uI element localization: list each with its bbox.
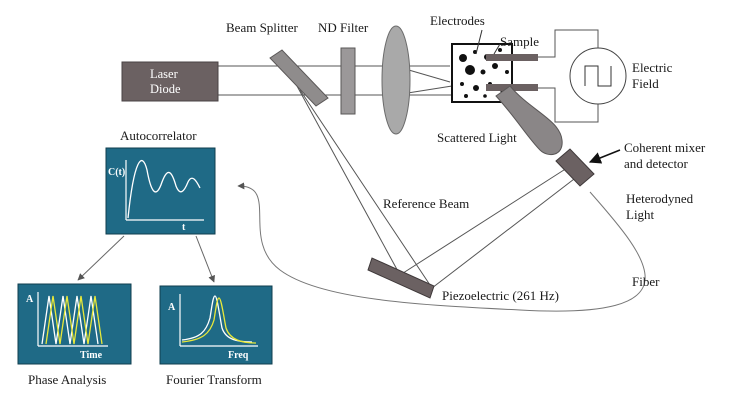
beam-splitter-label: Beam Splitter	[226, 20, 299, 35]
laser-diode-label-1: Laser	[150, 67, 179, 81]
arrow-to-fourier	[195, 235, 215, 283]
laser-diode: Laser Diode	[121, 61, 219, 102]
fourier-transform-panel: A Freq	[159, 285, 273, 365]
electric-field-circuit	[538, 29, 627, 123]
electric-field-label-2: Field	[632, 76, 659, 91]
beam-splitter	[269, 49, 329, 107]
fourier-ylabel: A	[168, 302, 176, 313]
autocorrelator-ylabel: C(t)	[108, 167, 125, 178]
heterodyned-label-2: Light	[626, 207, 655, 222]
phase-analysis-panel: A Time	[17, 283, 132, 365]
autocorrelator-label: Autocorrelator	[120, 128, 197, 143]
sample-label: Sample	[500, 34, 539, 49]
arrow-to-phase	[77, 235, 125, 281]
phase-trace-white	[41, 295, 99, 345]
phase-trace-yellow	[45, 295, 103, 345]
nd-filter	[340, 47, 356, 115]
autocorrelator-trace	[127, 159, 201, 219]
detector-pointer-arrow	[588, 149, 621, 164]
fourier-transform-label: Fourier Transform	[166, 372, 262, 387]
autocorrelator-panel: C(t) t	[105, 147, 216, 235]
coherent-mixer-label-1: Coherent mixer	[624, 140, 706, 155]
coherent-mixer-label-2: and detector	[624, 156, 689, 171]
phase-xlabel: Time	[80, 350, 103, 361]
fourier-trace-white	[181, 295, 253, 343]
heterodyned-label-1: Heterodyned	[626, 191, 694, 206]
fourier-xlabel: Freq	[228, 350, 249, 361]
electric-field-label-1: Electric	[632, 60, 673, 75]
sample-pointer	[493, 43, 501, 55]
phase-ylabel: A	[26, 294, 34, 305]
phase-analysis-label: Phase Analysis	[28, 372, 106, 387]
electrodes-label: Electrodes	[430, 13, 485, 28]
laser-diode-label-2: Diode	[150, 82, 181, 96]
scattered-light-cone	[495, 85, 563, 156]
autocorrelator-xlabel: t	[182, 222, 186, 233]
reference-beam-label: Reference Beam	[383, 196, 469, 211]
fiber-label: Fiber	[632, 274, 660, 289]
piezoelectric-label: Piezoelectric (261 Hz)	[442, 288, 559, 303]
reference-beam-paths	[284, 63, 579, 289]
coherent-mixer-detector	[555, 148, 595, 187]
electrodes	[486, 54, 538, 91]
fiber-cable	[237, 182, 646, 312]
fourier-trace-yellow	[181, 297, 257, 344]
piezoelectric-mirror	[367, 257, 435, 299]
laser-beams	[218, 65, 453, 96]
nd-filter-label: ND Filter	[318, 20, 369, 35]
focusing-lens	[381, 25, 411, 135]
scattered-light-label: Scattered Light	[437, 130, 517, 145]
electrodes-pointer	[475, 29, 483, 55]
